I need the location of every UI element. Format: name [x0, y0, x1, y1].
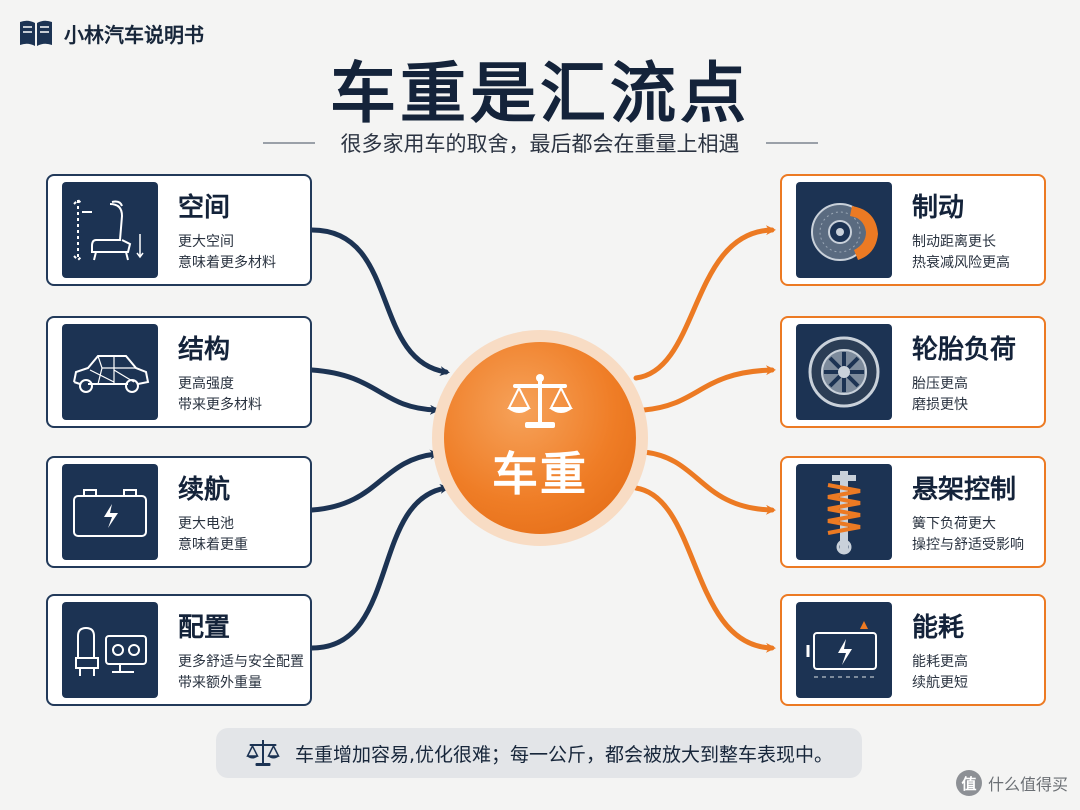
card-line: 磨损更快 — [912, 396, 968, 413]
features-icon — [62, 602, 158, 698]
subtitle-rule-right — [765, 142, 818, 144]
card-line: 更多舒适与安全配置 — [178, 653, 304, 670]
card-line: 制动距离更长 — [912, 233, 996, 250]
car-body-icon — [62, 324, 158, 420]
card-title: 制动 — [912, 192, 965, 223]
arrow-features-to-hub — [309, 484, 450, 651]
card-line: 带来更多材料 — [178, 396, 262, 413]
footer-note: 车重增加容易,优化很难；每一公斤，都会被放大到整车表现中。 — [216, 728, 862, 778]
watermark-badge: 值 — [955, 770, 982, 796]
card-title: 轮胎负荷 — [912, 334, 1017, 365]
card-structure: 结构 更高强度 带来更多材料 — [46, 316, 312, 428]
watermark-text: 什么值得买 — [987, 775, 1068, 794]
card-line: 簧下负荷更大 — [912, 515, 996, 532]
page-subtitle: 很多家用车的取舍，最后都会在重量上相遇 — [340, 132, 740, 156]
arrow-range-to-hub — [309, 449, 440, 513]
arrow-space-to-hub — [309, 227, 450, 376]
balance-scale-icon — [507, 374, 573, 428]
card-line: 带来额外重量 — [178, 674, 262, 691]
card-line: 热衰减风险更高 — [912, 254, 1010, 271]
card-space: 空间 更大空间 意味着更多材料 — [46, 174, 312, 286]
page-title: 车重是汇流点 — [330, 55, 750, 132]
suspension-icon — [796, 464, 892, 560]
card-line: 更大空间 — [178, 233, 234, 250]
card-title: 结构 — [178, 334, 231, 365]
book-icon — [20, 20, 52, 46]
card-features: 配置 更多舒适与安全配置 带来额外重量 — [46, 594, 312, 706]
card-title: 续航 — [178, 474, 231, 505]
card-line: 续航更短 — [912, 674, 968, 691]
balance-scale-icon — [246, 740, 280, 766]
footer-text: 车重增加容易,优化很难；每一公斤，都会被放大到整车表现中。 — [294, 743, 834, 766]
arrow-hub-to-brake — [633, 225, 776, 381]
brake-disc-icon — [796, 182, 892, 278]
hub-circle: 车重 — [444, 342, 636, 534]
arrow-structure-to-hub — [309, 367, 440, 415]
subtitle-row: 很多家用车的取舍，最后都会在重量上相遇 — [0, 128, 1080, 158]
card-line: 意味着更重 — [178, 536, 248, 553]
card-tire: 轮胎负荷 胎压更高 磨损更快 — [780, 316, 1046, 428]
card-line: 操控与舒适受影响 — [912, 536, 1024, 553]
hub-label: 车重 — [492, 447, 588, 501]
card-energy: 能耗 能耗更高 续航更短 — [780, 594, 1046, 706]
card-line: 意味着更多材料 — [178, 254, 276, 271]
card-title: 悬架控制 — [912, 474, 1017, 505]
watermark: 值 什么值得买 — [955, 770, 1068, 796]
arrow-hub-to-suspension — [641, 449, 776, 515]
tire-icon — [796, 324, 892, 420]
battery-icon — [62, 464, 158, 560]
energy-icon — [796, 602, 892, 698]
card-title: 空间 — [178, 192, 231, 223]
card-line: 更高强度 — [178, 375, 234, 392]
subtitle-rule-left — [262, 142, 315, 144]
card-line: 更大电池 — [178, 515, 234, 532]
brand: 小林汽车说明书 — [18, 18, 204, 48]
card-suspension: 悬架控制 簧下负荷更大 操控与舒适受影响 — [780, 456, 1046, 568]
arrow-hub-to-energy — [633, 485, 776, 653]
arrow-hub-to-tire — [641, 365, 776, 413]
card-brake: 制动 制动距离更长 热衰减风险更高 — [780, 174, 1046, 286]
card-range: 续航 更大电池 意味着更重 — [46, 456, 312, 568]
card-title: 能耗 — [912, 612, 965, 643]
card-line: 胎压更高 — [912, 375, 968, 392]
car-seat-icon — [62, 182, 158, 278]
card-title: 配置 — [178, 612, 231, 643]
brand-name: 小林汽车说明书 — [64, 22, 204, 47]
card-line: 能耗更高 — [912, 653, 968, 670]
